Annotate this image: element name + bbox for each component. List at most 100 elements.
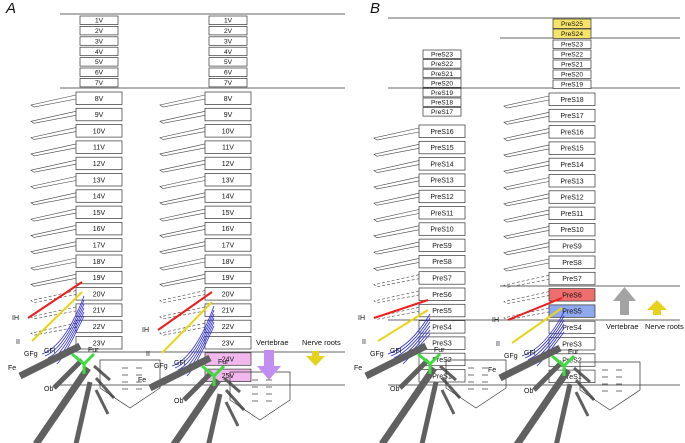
vertebra-18v-label: 18V	[93, 259, 106, 266]
rib	[373, 127, 420, 141]
vertebra-18v-box	[75, 254, 123, 268]
gf-nerve	[41, 295, 85, 355]
vertebra-pres6-label: PreS6	[432, 292, 452, 299]
vertebral-columns: 1V2V3V4V5V6V7V8V9V10V11V12V13V14V15V16V1…	[30, 15, 596, 383]
vertebra-2v-box	[79, 26, 119, 36]
vertebra-8v-label: 8V	[95, 96, 104, 103]
vertebra-9v-label: 9V	[95, 112, 104, 119]
plexus-branches	[93, 364, 116, 415]
vertebra-pres7-label: PreS7	[562, 276, 582, 283]
rib	[30, 306, 77, 320]
label-gfl: GFl	[390, 348, 402, 355]
vertebra-pres10-box	[418, 222, 466, 236]
rib	[503, 275, 550, 288]
pudendal-trunk	[419, 381, 439, 443]
rib	[30, 208, 77, 222]
vertebra-pres7-box	[548, 271, 596, 286]
vertebra-pres6-label: PreS6	[562, 292, 582, 299]
vertebra-2v-label: 2V	[95, 28, 104, 35]
vertebra-pres5-box	[418, 303, 466, 318]
rib	[503, 160, 550, 174]
rib	[373, 241, 420, 255]
vertebra-2v-label: 2V	[224, 28, 233, 35]
label-ii: II	[146, 351, 150, 358]
vertebra-pres18-label: PreS18	[431, 100, 453, 107]
rib	[503, 177, 550, 190]
vertebra-5v-box	[208, 57, 248, 67]
vertebra-pres10-label: PreS10	[560, 227, 583, 234]
rib	[30, 322, 77, 336]
plexus-branches	[439, 364, 462, 415]
vertebra-18v-label: 18V	[222, 259, 235, 266]
rib	[373, 160, 420, 173]
vertebra-pres23-label: PreS23	[431, 52, 453, 59]
vertebra-pres13-box	[418, 173, 466, 187]
panel-letter-a: A	[5, 0, 16, 17]
vertebra-7v-label: 7V	[95, 80, 104, 87]
vertebrae-arrow-icon	[613, 287, 636, 315]
vertebra-16v-label: 16V	[93, 226, 106, 233]
vertebra-pres19-label: PreS19	[561, 82, 583, 89]
gf-nerve	[527, 319, 565, 361]
vertebra-20v-box	[204, 287, 252, 301]
panel-a-left-plexus: IHIIGFgGFlFurFeObPe+TiPu	[8, 281, 161, 443]
vertebra-4v-label: 4V	[95, 49, 104, 56]
vertebra-11v-box	[204, 140, 252, 154]
vertebra-pres3-box	[548, 337, 596, 351]
rib	[503, 258, 550, 272]
vertebra-17v-label: 17V	[222, 242, 235, 249]
femoral-trunk	[18, 342, 82, 380]
label-ob: Ob	[44, 386, 53, 393]
vertebra-5v-label: 5V	[224, 59, 233, 66]
vertebra-8v-label: 8V	[224, 96, 233, 103]
rib	[159, 306, 206, 320]
vertebra-4v-box	[208, 46, 248, 57]
vertebra-pres22-box	[422, 59, 462, 69]
vertebra-pres15-label: PreS15	[560, 146, 583, 153]
label-fur: Fur	[88, 347, 99, 354]
vertebra-pres1-label: PreS1	[562, 374, 582, 381]
ih-nerve	[27, 281, 83, 319]
label-gfg: GFg	[370, 351, 384, 358]
label-gfg: GFg	[504, 353, 518, 360]
vertebra-12v-box	[204, 156, 252, 171]
vertebra-pres19-box	[552, 79, 592, 89]
gf-nerve	[390, 317, 431, 357]
vertebra-13v-label: 13V	[222, 177, 235, 184]
ih-nerve	[373, 299, 429, 319]
vertebra-pres14-box	[548, 157, 596, 172]
rib	[159, 143, 206, 157]
furcal-nerve	[417, 352, 442, 374]
vertebra-23v-box	[204, 336, 252, 350]
peroneal-tibial-trunk	[513, 368, 571, 443]
vertebra-pres7-box	[418, 271, 466, 285]
rib	[159, 192, 206, 206]
vertebra-pres4-label: PreS4	[562, 325, 582, 332]
rib	[373, 225, 420, 239]
vertebra-pres24-box	[552, 28, 592, 39]
vertebra-1v-box	[79, 15, 119, 25]
vertebra-pres20-label: PreS20	[431, 80, 453, 87]
obturator-trunk	[182, 370, 214, 402]
vertebra-pres18-label: PreS18	[560, 97, 583, 104]
vertebra-22v-box	[204, 319, 252, 334]
rib	[30, 111, 77, 124]
vertebra-22v-label: 22V	[93, 324, 106, 331]
vertebra-8v-box	[75, 91, 123, 105]
plexus-branches	[223, 376, 246, 427]
vertebra-pres12-box	[548, 190, 596, 204]
panel-a-left-column: 1V2V3V4V5V6V7V8V9V10V11V12V13V14V15V16V1…	[30, 15, 123, 350]
gf-nerve	[393, 321, 431, 359]
panel-b-right-plexus: IHIIGFgGFlFurFeObPe+TiPu	[488, 297, 641, 443]
obturator-trunk	[398, 358, 430, 390]
vertebra-12v-box	[75, 156, 123, 171]
vertebra-21v-label: 21V	[93, 308, 106, 315]
vertebra-15v-box	[204, 205, 252, 219]
femoral-trunk	[498, 344, 562, 382]
vertebra-6v-box	[208, 67, 248, 77]
vertebra-pres24-label: PreS24	[561, 31, 583, 38]
label-fe: Fe	[8, 365, 16, 372]
vertebra-pres11-label: PreS11	[561, 211, 584, 218]
rib	[373, 274, 420, 288]
vertebra-pres1-label: PreS1	[432, 373, 452, 380]
